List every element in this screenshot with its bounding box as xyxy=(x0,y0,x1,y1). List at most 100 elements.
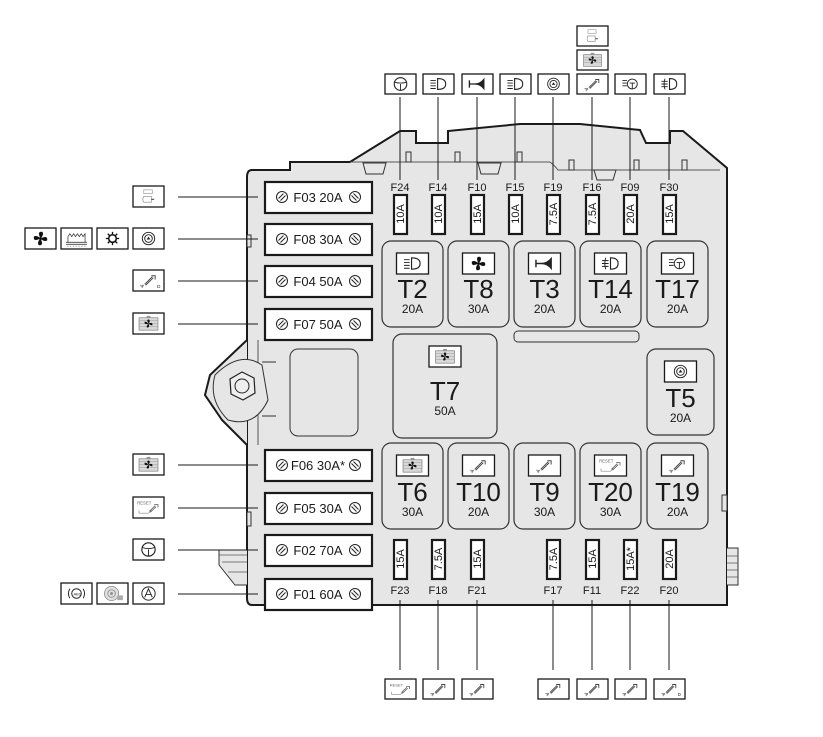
maxi-fuse-f07[interactable]: F07 50A xyxy=(132,307,374,342)
heater-icon xyxy=(60,227,93,250)
injector-icon xyxy=(537,678,570,700)
fan-icon xyxy=(24,227,57,250)
fuse-rating: 10A xyxy=(510,204,522,224)
fuse-code: F30 xyxy=(660,182,679,194)
maxi-fuse-label: F02 70A xyxy=(293,543,342,558)
maxi-fuse-f03[interactable]: F03 20A xyxy=(132,180,374,215)
fan-icon xyxy=(461,252,496,275)
injector-icon xyxy=(461,454,496,477)
fuse-code: F22 xyxy=(621,585,640,597)
low-beam-icon xyxy=(395,252,430,275)
reset-injector-icon xyxy=(593,454,628,477)
low-beam-icon xyxy=(422,73,455,95)
relay-code: T2 xyxy=(397,274,427,304)
maxi-fuse-label: F05 30A xyxy=(293,501,342,516)
mini-fuse-f21[interactable]: 15A F21 xyxy=(461,538,494,700)
mini-fuse-f11[interactable]: 15A F11 xyxy=(576,538,609,700)
maxi-fuse-label: F08 30A xyxy=(293,232,342,247)
relay-code: T3 xyxy=(529,274,559,304)
low-beam-icon xyxy=(499,73,532,95)
fuse-code: F11 xyxy=(583,585,601,597)
maxi-fuse-f05[interactable]: F05 30A xyxy=(132,491,374,526)
relay-rating: 50A xyxy=(434,404,455,418)
fuse-code: F23 xyxy=(391,585,410,597)
relay-bar xyxy=(513,330,640,343)
maxi-fuse-f01[interactable]: F01 60A xyxy=(60,577,374,612)
fuse-rating: 15A xyxy=(472,204,484,224)
injector-icon xyxy=(576,73,609,95)
relay-rating: 30A xyxy=(534,505,555,519)
relay-code: T7 xyxy=(430,376,460,406)
fuse-code: F20 xyxy=(660,585,679,597)
mini-fuse-f10[interactable]: F10 15A xyxy=(461,73,494,236)
maxi-fuse-label: F06 30A* xyxy=(291,458,345,473)
maxi-fuse-f02[interactable]: F02 70A xyxy=(132,533,374,568)
relay-rating: 20A xyxy=(670,411,691,425)
reset-injector-icon xyxy=(132,496,165,519)
maxi-fuse-label: F03 20A xyxy=(293,190,342,205)
injector-icon xyxy=(461,678,494,700)
injector-icon xyxy=(422,678,455,700)
fuse-rating: 15A xyxy=(587,549,599,569)
radiator-fan-icon xyxy=(395,454,430,477)
maxi-fuse-label: F07 50A xyxy=(293,317,342,332)
relay-code: T8 xyxy=(463,274,493,304)
fuse-code: F10 xyxy=(468,182,487,194)
steering-wheel-icon xyxy=(132,538,165,561)
top-clips xyxy=(362,151,688,181)
relay-rating: 30A xyxy=(402,505,423,519)
fuse-code: F16 xyxy=(583,182,602,194)
relay-rating: 20A xyxy=(667,302,688,316)
fuse-rating: 15A xyxy=(664,204,676,224)
relay-code: T9 xyxy=(529,477,559,507)
relay-rating: 30A xyxy=(600,505,621,519)
maxi-fuse-f04[interactable]: F04 50A xyxy=(132,264,374,299)
mini-fuse-f30[interactable]: F30 15A xyxy=(653,73,686,236)
radiator-fan-icon xyxy=(132,453,165,476)
relay-rating: 20A xyxy=(402,302,423,316)
maxi-fuse-label: F04 50A xyxy=(293,274,342,289)
injector-d-icon xyxy=(132,269,165,292)
fuse-code: F24 xyxy=(391,182,410,194)
radiator-fan-icon xyxy=(576,49,609,71)
fuse-code: F14 xyxy=(429,182,448,194)
mini-fuse-f22[interactable]: 15A*F22 xyxy=(614,538,647,700)
steering-wheel-icon xyxy=(384,73,417,95)
abs-icon xyxy=(60,582,93,605)
stability-control-icon xyxy=(132,582,165,605)
maxi-fuse-f08[interactable]: F08 30A xyxy=(24,222,374,257)
fuse-rating: 7.5A xyxy=(433,547,445,570)
fuse-rating: 15A xyxy=(472,549,484,569)
fuse-code: F21 xyxy=(468,585,487,597)
fuse-rating: 7.5A xyxy=(548,202,560,225)
compressor-icon xyxy=(537,73,570,95)
climate-icon xyxy=(96,227,129,250)
maxi-fuse-f06[interactable]: F06 30A* xyxy=(132,448,374,483)
horn-icon xyxy=(527,252,562,275)
brake-disc-icon xyxy=(96,582,129,605)
